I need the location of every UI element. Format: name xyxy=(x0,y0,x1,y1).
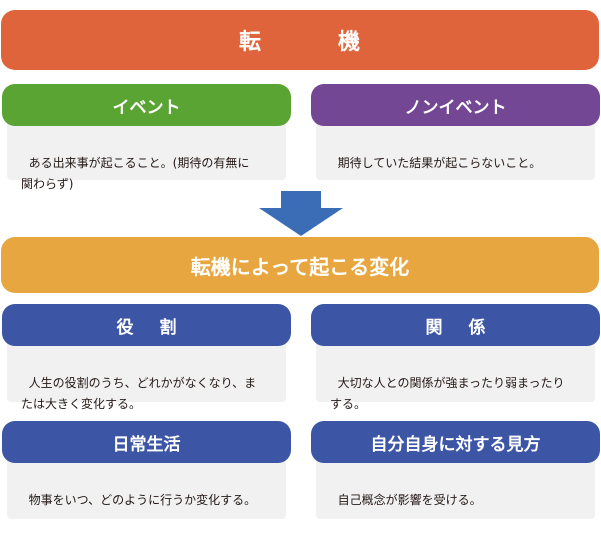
down-arrow-icon xyxy=(259,191,343,236)
event-label: イベント xyxy=(2,84,291,126)
relation-description-box: 大切な人との関係が強まったり弱まったり する。 xyxy=(316,340,595,411)
relation-description: 大切な人との関係が強まったり弱まったり する。 xyxy=(330,376,565,411)
title-char-1: 転 xyxy=(238,30,262,55)
non-event-label: ノンイベント xyxy=(311,84,600,126)
event-description: ある出来事が起こること。(期待の有無に 関わらず) xyxy=(21,156,250,191)
self-view-description-box: 自己概念が影響を受ける。 xyxy=(316,457,595,519)
role-description: 人生の役割のうち、どれかがなくなり、ま たは大きく変化する。 xyxy=(21,376,257,411)
daily-life-description-box: 物事をいつ、どのように行うか変化する。 xyxy=(7,457,286,519)
non-event-description-box: 期待していた結果が起こらないこと。 xyxy=(316,120,595,180)
event-description-box: ある出来事が起こること。(期待の有無に 関わらず) xyxy=(7,120,286,191)
change-banner: 転機によって起こる変化 xyxy=(1,237,599,293)
title-bar: 転 機 xyxy=(1,10,599,70)
self-view-label: 自分自身に対する見方 xyxy=(311,421,600,463)
self-view-label-text: 自分自身に対する見方 xyxy=(370,434,541,455)
role-label-char-1: 役 xyxy=(116,317,134,338)
daily-life-description: 物事をいつ、どのように行うか変化する。 xyxy=(28,493,257,507)
title-char-2: 機 xyxy=(338,30,362,55)
event-label-text: イベント xyxy=(112,97,181,118)
non-event-label-text: ノンイベント xyxy=(404,97,507,118)
relation-label: 関 係 xyxy=(311,304,600,346)
role-description-box: 人生の役割のうち、どれかがなくなり、ま たは大きく変化する。 xyxy=(7,340,286,411)
relation-label-char-1: 関 xyxy=(425,317,443,338)
self-view-description: 自己概念が影響を受ける。 xyxy=(337,493,482,507)
role-label: 役 割 xyxy=(2,304,291,346)
daily-life-label-text: 日常生活 xyxy=(112,434,181,455)
change-banner-text: 転機によって起こる変化 xyxy=(190,254,410,279)
daily-life-label: 日常生活 xyxy=(2,421,291,463)
non-event-description: 期待していた結果が起こらないこと。 xyxy=(337,156,542,170)
relation-label-char-2: 係 xyxy=(468,317,486,338)
role-label-char-2: 割 xyxy=(159,317,177,338)
